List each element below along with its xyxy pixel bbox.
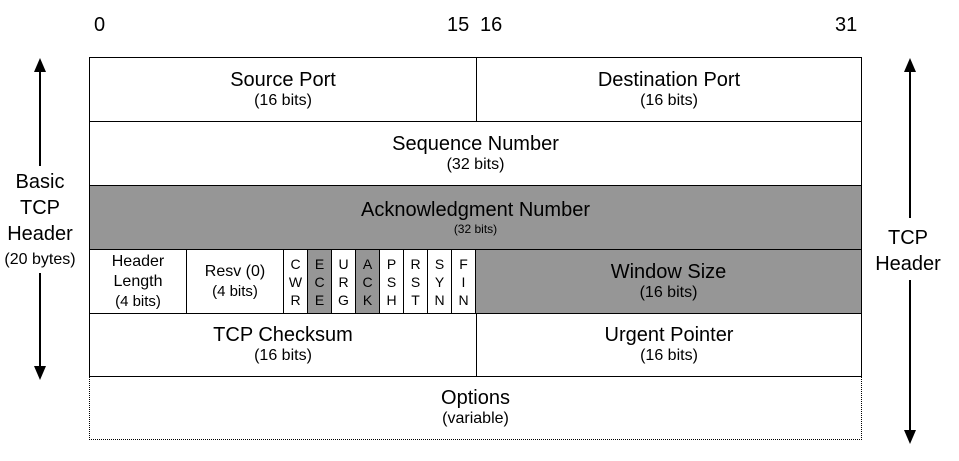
basic-header-arrow: [34, 58, 46, 380]
row-ack: Acknowledgment Number (32 bits): [89, 185, 862, 249]
options-name: Options: [441, 387, 510, 409]
acknowledgment-number-size: (32 bits): [453, 221, 498, 236]
flag-rst: R S T: [403, 250, 427, 313]
sequence-number-name: Sequence Number: [392, 132, 559, 155]
flag-fin-char: I: [461, 273, 466, 290]
reserved-size: (4 bits): [212, 282, 258, 300]
flag-fin: F I N: [451, 250, 475, 313]
flag-syn: S Y N: [427, 250, 451, 313]
header-length-line2: Length: [113, 272, 163, 290]
flag-ack-char: A: [362, 255, 373, 272]
flag-rst-char: S: [410, 273, 421, 290]
flag-psh-char: S: [386, 273, 397, 290]
flag-urg-char: R: [338, 273, 349, 290]
flag-urg-char: U: [338, 255, 349, 272]
destination-port-name: Destination Port: [597, 68, 741, 91]
destination-port-size: (16 bits): [640, 91, 698, 109]
window-size-name: Window Size: [610, 260, 727, 283]
acknowledgment-number-field: Acknowledgment Number (32 bits): [90, 186, 861, 249]
sequence-number-size: (32 bits): [446, 155, 505, 173]
flag-psh: P S H: [379, 250, 403, 313]
window-size-size: (16 bits): [639, 283, 698, 301]
urgent-pointer-size: (16 bits): [640, 347, 698, 364]
flag-cwr: C W R: [283, 250, 307, 313]
header-length-size: (4 bits): [115, 292, 161, 310]
flag-psh-char: P: [386, 255, 397, 272]
flag-syn-char: Y: [434, 273, 445, 290]
urgent-pointer-name: Urgent Pointer: [604, 324, 734, 346]
header-length-field: Header Length (4 bits): [90, 250, 186, 313]
source-port-field: Source Port (16 bits): [90, 58, 476, 121]
options-size: (variable): [442, 410, 509, 427]
bit-label-0: 0: [94, 14, 106, 36]
flag-ack-char: C: [362, 273, 373, 290]
sequence-number-field: Sequence Number (32 bits): [90, 122, 861, 185]
tcp-label-line1: TCP: [888, 227, 928, 249]
bit-label-31: 31: [835, 14, 858, 36]
flag-ece: E C E: [307, 250, 331, 313]
row-sequence: Sequence Number (32 bits): [89, 121, 862, 185]
row-checksum: TCP Checksum (16 bits) Urgent Pointer (1…: [89, 313, 862, 377]
flag-syn-char: S: [434, 255, 445, 272]
tcp-checksum-field: TCP Checksum (16 bits): [90, 314, 476, 376]
flag-urg-char: G: [338, 291, 349, 308]
tcp-checksum-size: (16 bits): [254, 347, 312, 364]
options-field: Options (variable): [90, 377, 861, 439]
flag-cwr-char: W: [288, 273, 303, 290]
bit-label-16: 16: [480, 14, 503, 36]
flag-ece-char: C: [314, 273, 325, 290]
basic-label-line2: TCP: [20, 197, 60, 219]
flag-ack-char: K: [362, 291, 373, 308]
tcp-header-label: TCP Header: [868, 225, 948, 277]
header-length-line1: Header: [111, 252, 165, 270]
flag-syn-char: N: [434, 291, 445, 308]
tcp-header-diagram: Source Port (16 bits) Destination Port (…: [89, 57, 862, 440]
tcp-label-line2: Header: [875, 253, 941, 275]
flag-fin-char: F: [459, 255, 468, 272]
row-ports: Source Port (16 bits) Destination Port (…: [89, 57, 862, 121]
basic-label-line1: Basic: [15, 171, 65, 193]
basic-label-line4: (20 bytes): [4, 251, 76, 268]
flag-rst-char: R: [410, 255, 421, 272]
flag-fin-char: N: [458, 291, 469, 308]
row-flags: Header Length (4 bits) Resv (0) (4 bits)…: [89, 249, 862, 313]
flag-cwr-char: R: [290, 291, 301, 308]
reserved-name: Resv (0): [204, 262, 266, 280]
bit-label-15: 15: [447, 14, 470, 36]
urgent-pointer-field: Urgent Pointer (16 bits): [476, 314, 861, 376]
reserved-field: Resv (0) (4 bits): [186, 250, 283, 313]
source-port-size: (16 bits): [254, 91, 312, 109]
flag-urg: U R G: [331, 250, 355, 313]
flag-ece-char: E: [314, 291, 325, 308]
destination-port-field: Destination Port (16 bits): [476, 58, 861, 121]
basic-tcp-header-label: Basic TCP Header (20 bytes): [0, 169, 80, 273]
tcp-header-arrow: [904, 58, 916, 444]
basic-label-line3: Header: [7, 223, 73, 245]
flag-ack: A C K: [355, 250, 379, 313]
flag-psh-char: H: [386, 291, 397, 308]
flag-rst-char: T: [411, 291, 420, 308]
flag-ece-char: E: [314, 255, 325, 272]
window-size-field: Window Size (16 bits): [475, 250, 861, 313]
acknowledgment-number-name: Acknowledgment Number: [361, 198, 590, 221]
source-port-name: Source Port: [230, 68, 336, 91]
tcp-checksum-name: TCP Checksum: [213, 324, 353, 346]
flag-cwr-char: C: [290, 255, 301, 272]
row-options: Options (variable): [89, 377, 862, 440]
